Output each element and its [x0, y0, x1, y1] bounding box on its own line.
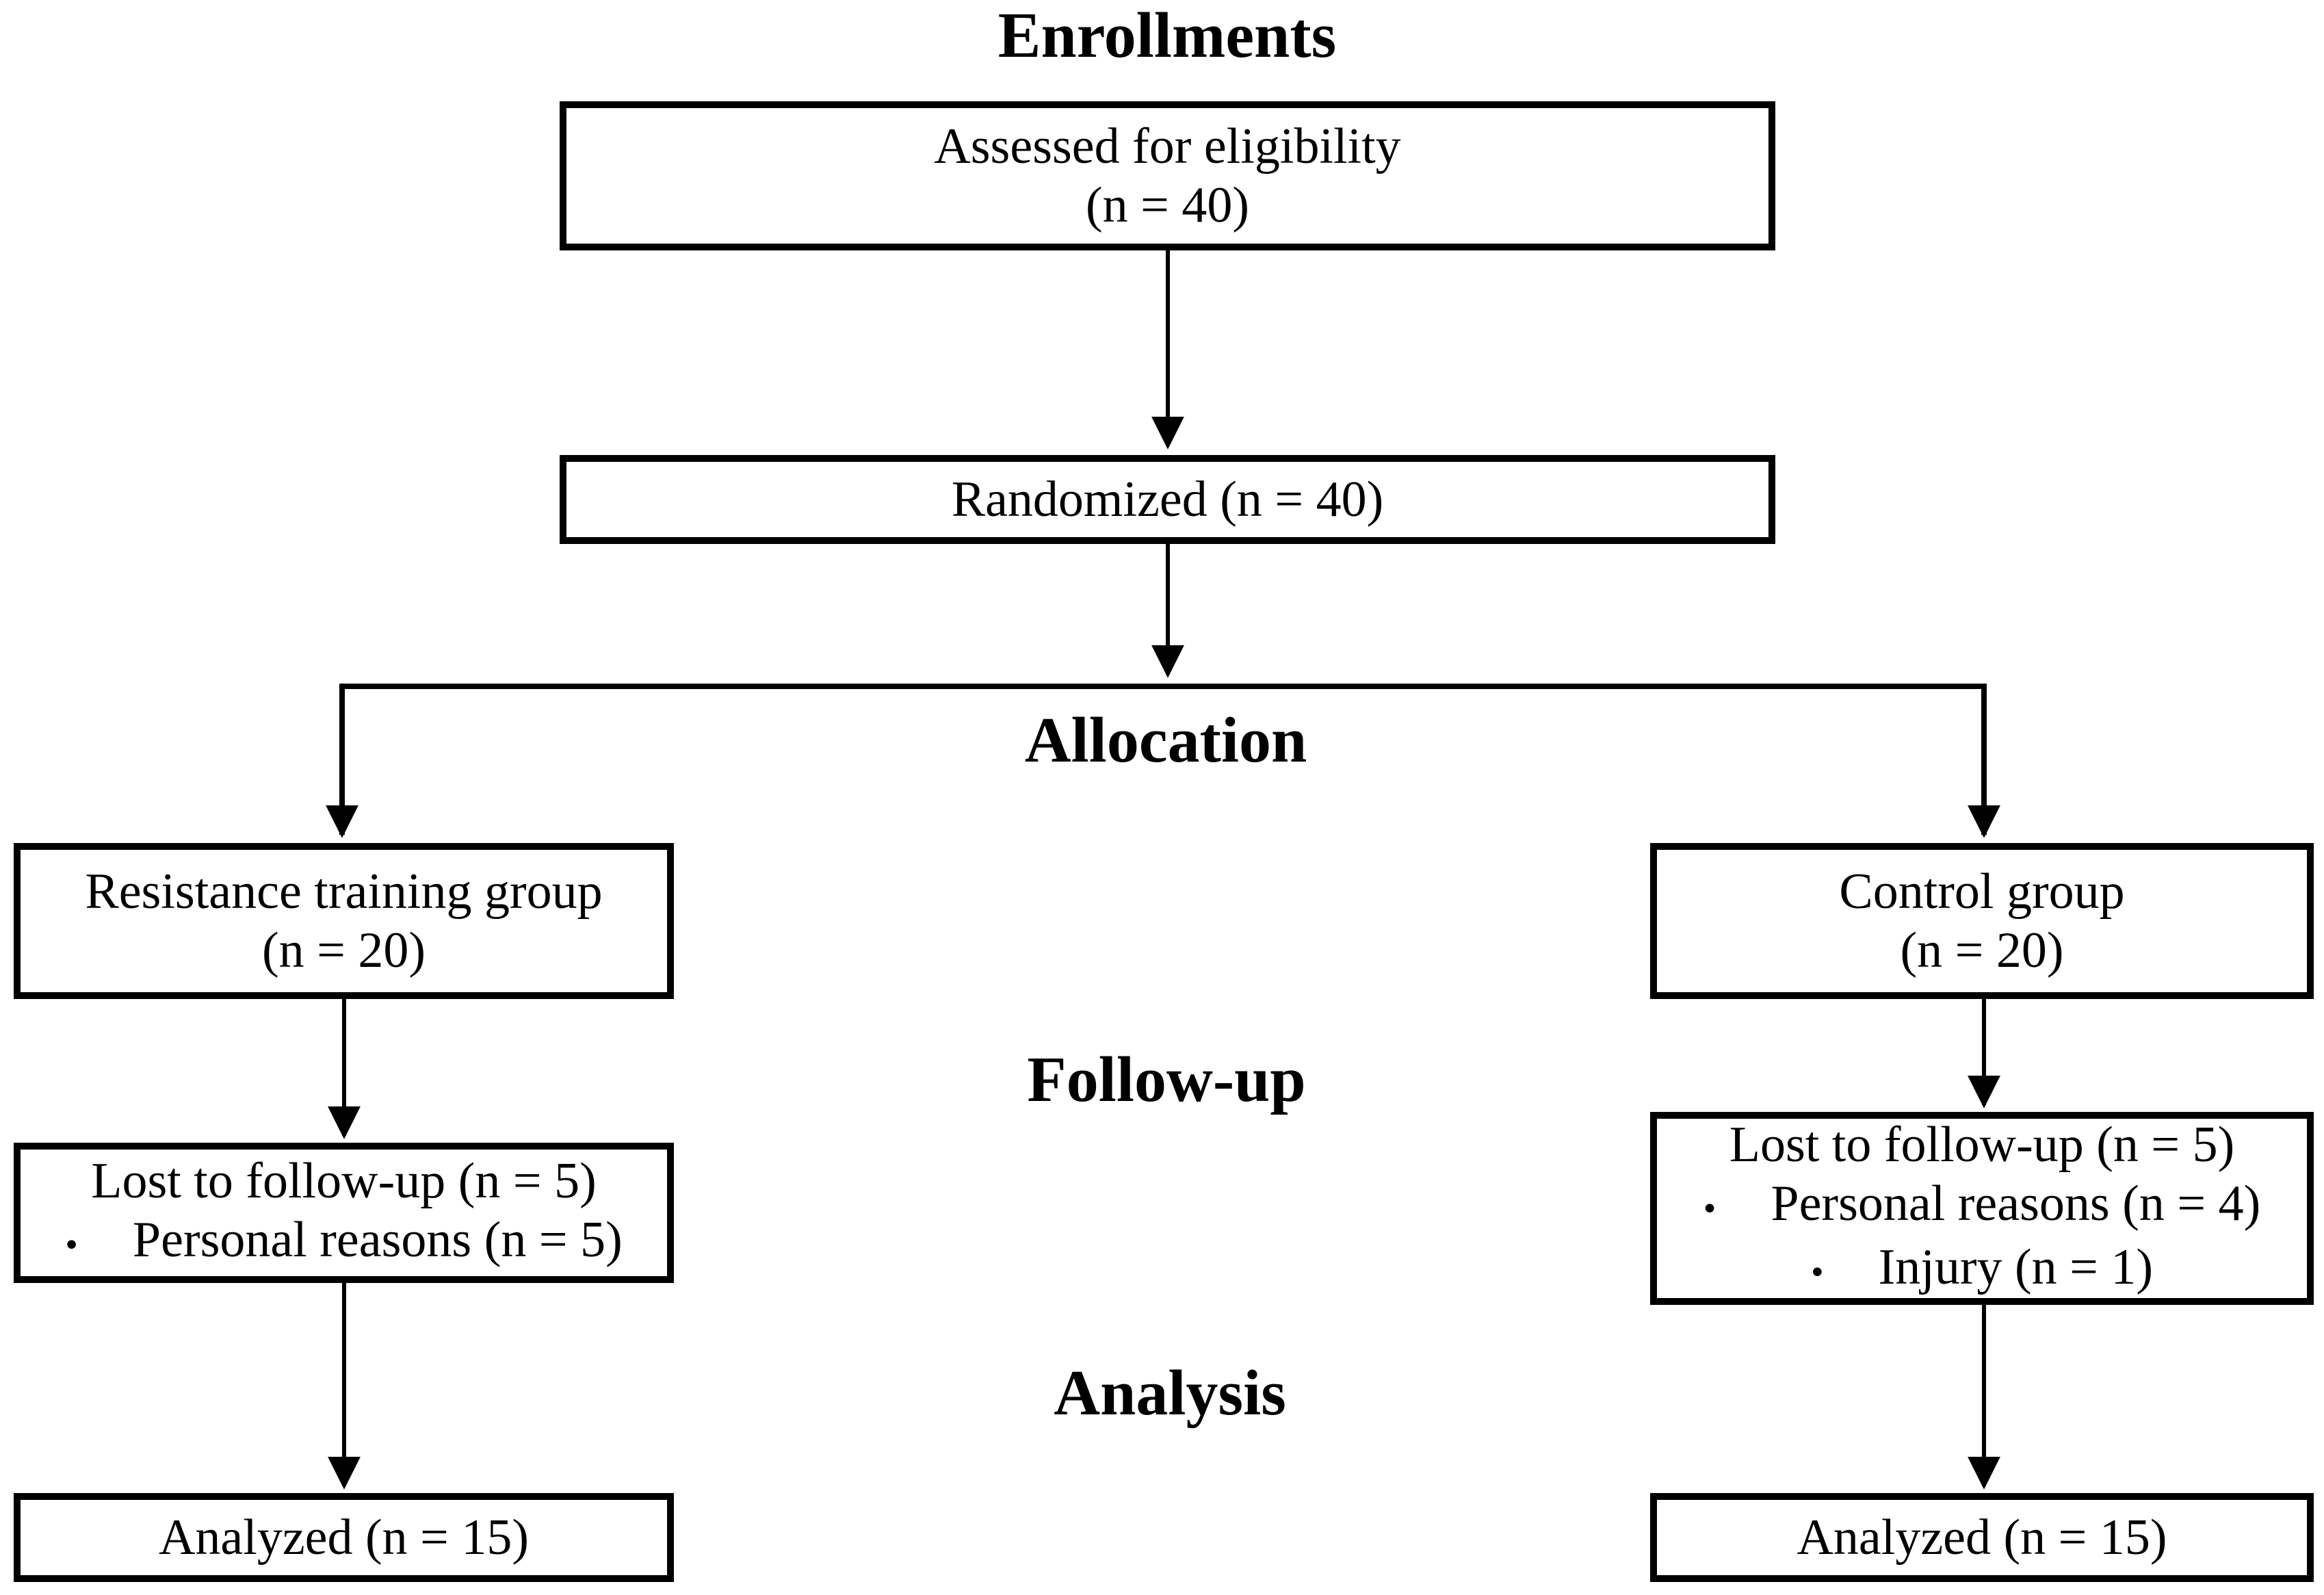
bullet-icon: •: [65, 1224, 78, 1265]
resistance-group-count: (n = 20): [261, 922, 426, 978]
assessed-eligibility-box: Assessed for eligibility (n = 40): [560, 101, 1775, 250]
control-lost-title: Lost to follow-up (n = 5): [1729, 1117, 2235, 1173]
assessed-count: (n = 40): [1085, 177, 1250, 233]
stage-label-allocation: Allocation: [1024, 705, 1307, 776]
resistance-lost-box: Lost to follow-up (n = 5) • Personal rea…: [14, 1143, 674, 1283]
control-lost-bullet-item-2: • Injury (n = 1): [1811, 1238, 2153, 1301]
control-lost-bullet-item-1: • Personal reasons (n = 4): [1703, 1174, 2260, 1238]
resistance-lost-title: Lost to follow-up (n = 5): [91, 1153, 597, 1209]
resistance-analyzed-box: Analyzed (n = 15): [14, 1493, 674, 1582]
resistance-lost-bullet-item: • Personal reasons (n = 5): [65, 1210, 622, 1274]
control-lost-box: Lost to follow-up (n = 5) • Personal rea…: [1650, 1112, 2314, 1305]
bullet-icon: •: [1810, 1252, 1824, 1292]
control-analyzed-box: Analyzed (n = 15): [1650, 1493, 2314, 1582]
control-analyzed-text: Analyzed (n = 15): [1797, 1509, 2167, 1566]
resistance-group-line1: Resistance training group: [85, 864, 603, 920]
stage-label-follow-up: Follow-up: [1027, 1044, 1306, 1115]
stage-label-analysis: Analysis: [1054, 1358, 1286, 1429]
randomized-box: Randomized (n = 40): [560, 455, 1775, 544]
control-group-box: Control group (n = 20): [1650, 843, 2314, 999]
resistance-lost-reason: Personal reasons (n = 5): [132, 1212, 623, 1268]
resistance-analyzed-text: Analyzed (n = 15): [158, 1509, 530, 1566]
branch-line-allocation: [326, 684, 2000, 838]
control-group-line1: Control group: [1839, 864, 2125, 920]
resistance-group-box: Resistance training group (n = 20): [14, 843, 674, 999]
control-lost-reason-2: Injury (n = 1): [1878, 1239, 2154, 1295]
randomized-text: Randomized (n = 40): [951, 471, 1384, 528]
control-lost-reason-1: Personal reasons (n = 4): [1771, 1176, 2261, 1232]
control-group-count: (n = 20): [1900, 922, 2064, 978]
bullet-icon: •: [1703, 1188, 1716, 1228]
stage-label-enrollments: Enrollments: [997, 0, 1337, 71]
assessed-line1: Assessed for eligibility: [934, 118, 1401, 174]
